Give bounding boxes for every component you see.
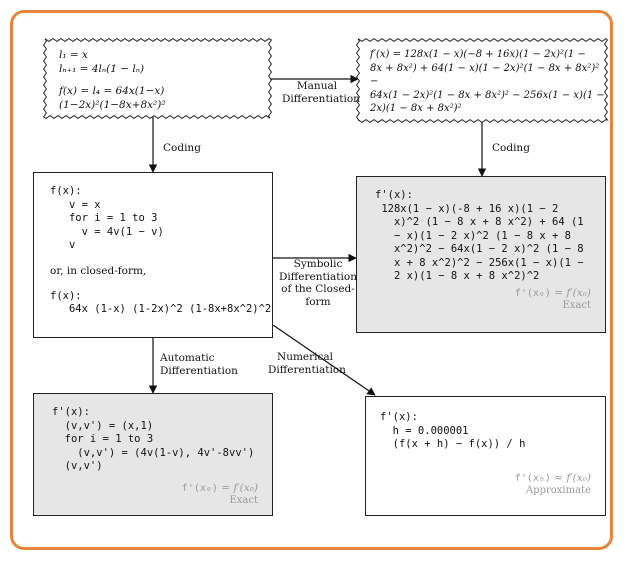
node-recurrence: l₁ = x lₙ₊₁ = 4lₙ(1 − lₙ) f(x) = l₄ = 64… xyxy=(42,37,273,120)
edge-label-coding-left: Coding xyxy=(163,142,201,154)
node-automatic-result: f'(x): (v,v') = (x,1) for i = 1 to 3 (v,… xyxy=(33,393,273,516)
automatic-kind: Exact xyxy=(229,495,258,506)
symbolic-line: 128x(1 − x)(-8 + 16 x)(1 − 2 xyxy=(375,202,559,215)
edge-label-line: Manual xyxy=(296,80,338,92)
code-closed-line: f(x): xyxy=(50,289,82,302)
edge-label-automatic: Automatic Differentiation xyxy=(160,352,238,377)
symbolic-line: x)^2 (1 − 8 x + 8 x^2) + 64 (1 xyxy=(375,216,584,228)
edge-label-line: Differentiation xyxy=(282,92,360,105)
manual-derivative-line: 8x + 8x²) + 64(1 − x)(1 − 2x)²(1 − 8x + … xyxy=(370,62,600,88)
symbolic-eq-code: f'(x₀) xyxy=(514,287,551,299)
automatic-line: (v,v') = (x,1) xyxy=(52,419,154,432)
recurrence-step: lₙ₊₁ = 4lₙ(1 − lₙ) xyxy=(59,63,145,75)
node-manual-derivative: f′(x) = 128x(1 − x)(−8 + 16x)(1 − 2x)²(1… xyxy=(355,37,609,124)
symbolic-line: x^2)^2 − 64x(1 − 2 x)^2 (1 − 8 xyxy=(375,243,584,255)
numerical-line: f'(x): xyxy=(380,411,418,423)
numerical-eq-code: f'(x₀) xyxy=(514,472,551,484)
symbolic-line: 2 x)(1 − 8 x + 8 x^2)^2 xyxy=(375,270,540,282)
edge-label-line: of the Closed-form xyxy=(281,283,355,308)
symbolic-line: − x)(1 − 2 x)^2 (1 − 8 x + 8 xyxy=(375,229,571,242)
wavy-border xyxy=(42,37,273,120)
edge-label-symbolic: Symbolic Differentiation of the Closed-f… xyxy=(276,258,360,308)
symbolic-line: x + 8 x^2)^2 − 256x(1 − x)(1 − xyxy=(375,256,584,269)
code-closed-line: 64x (1-x) (1-2x)^2 (1-8x+8x^2)^2 xyxy=(50,303,272,315)
automatic-line: f'(x): xyxy=(52,406,90,418)
wavy-outline xyxy=(355,37,609,124)
code-line: v xyxy=(50,239,76,251)
code-line: v = 4v(1 − v) xyxy=(50,225,164,238)
automatic-line: for i = 1 to 3 xyxy=(52,433,154,445)
edge-label-line: Numerical xyxy=(277,351,333,363)
manual-derivative-line: 2x)(1 − 8x + 8x²)² xyxy=(370,103,462,114)
node-symbolic-result: f'(x): 128x(1 − x)(-8 + 16 x)(1 − 2 x)^2… xyxy=(356,176,606,333)
edge-label-line: Differentiation xyxy=(268,363,346,376)
symbolic-line: f'(x): xyxy=(375,189,413,201)
numerical-line: h = 0.000001 xyxy=(380,424,469,437)
symbolic-eq-math: = f′(x₀) xyxy=(550,286,591,299)
recurrence-l1: l₁ = x xyxy=(59,49,88,61)
manual-derivative-line: f′(x) = 128x(1 − x)(−8 + 16x)(1 − 2x)²(1… xyxy=(370,49,586,60)
numerical-note: f'(x₀) ≈ f′(x₀) Approximate xyxy=(515,471,591,498)
wavy-border xyxy=(355,37,609,124)
arrow-numerical xyxy=(272,324,376,396)
automatic-line: (v,v') xyxy=(52,460,103,472)
manual-derivative-line: 64x(1 − 2x)²(1 − 8x + 8x²)² − 256x(1 − x… xyxy=(370,89,605,101)
automatic-eq-math: = f′(x₀) xyxy=(217,481,258,494)
recurrence-f: f(x) = l₄ = 64x(1−x)(1−2x)²(1−8x+8x²)² xyxy=(59,85,166,111)
numerical-kind: Approximate xyxy=(525,485,591,496)
numerical-eq-math: ≈ f′(x₀) xyxy=(550,471,591,484)
automatic-note: f'(x₀) = f′(x₀) Exact xyxy=(182,481,258,508)
automatic-line: (v,v') = (4v(1-v), 4v'-8vv') xyxy=(52,446,255,459)
code-line: for i = 1 to 3 xyxy=(50,212,158,224)
edge-label-line: Differentiation xyxy=(279,270,357,283)
code-line: f(x): xyxy=(50,185,82,197)
numerical-line: (f(x + h) − f(x)) / h xyxy=(380,438,526,450)
symbolic-note: f'(x₀) = f′(x₀) Exact xyxy=(515,286,591,313)
edge-label-coding-right: Coding xyxy=(492,142,530,154)
edge-label-line: Differentiation xyxy=(160,364,238,377)
diagram-frame xyxy=(10,10,613,550)
node-code: f(x): v = x for i = 1 to 3 v = 4v(1 − v)… xyxy=(33,172,273,338)
node-numerical-result: f'(x): h = 0.000001 (f(x + h) − f(x)) / … xyxy=(365,396,606,516)
closed-form-text: or, in closed-form, xyxy=(50,264,147,277)
edge-label-line: Symbolic xyxy=(293,258,343,270)
edge-label-manual: Manual Differentiation xyxy=(282,80,360,105)
wavy-outline xyxy=(42,37,273,120)
symbolic-kind: Exact xyxy=(562,300,591,311)
edge-label-numerical: Numerical Differentiation xyxy=(268,351,346,376)
edge-label-line: Automatic xyxy=(160,352,215,364)
code-line: v = x xyxy=(50,198,101,211)
automatic-eq-code: f'(x₀) xyxy=(181,482,218,494)
